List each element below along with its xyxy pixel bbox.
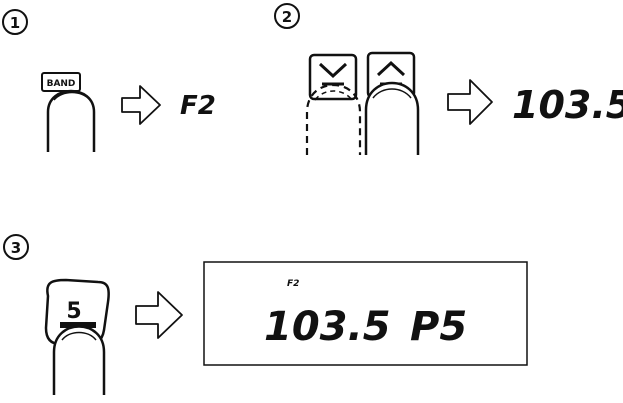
lcd-preset: P5 [410,304,467,350]
step-2: 2 103.5 [275,4,623,155]
arrow-right-icon [448,80,492,124]
band-button-label: BAND [47,79,76,89]
lcd-band-indicator: F2 [287,279,299,289]
step-1-display-result: F2 [180,91,216,121]
band-button[interactable]: BAND [42,73,80,91]
finger-icon [48,91,94,152]
step-1-number: 1 [10,14,20,32]
step-1: 1 BAND F2 [3,10,216,152]
step-3-number-badge: 3 [4,235,28,259]
finger-icon [366,83,418,155]
step-2-display-result: 103.5 [512,83,623,127]
step-2-number: 2 [282,8,292,26]
tune-down-button[interactable] [310,55,356,99]
step-3-number: 3 [11,239,21,257]
arrow-right-icon [136,292,182,338]
preset-5-button-label: 5 [66,299,81,324]
arrow-right-icon [122,86,160,124]
lcd-display: F2 103.5 P5 [204,262,527,365]
step-2-number-badge: 2 [275,4,299,28]
step-3: 3 5 F2 103.5 P5 [4,235,527,395]
finger-icon [54,327,104,396]
step-1-number-badge: 1 [3,10,27,34]
lcd-frequency: 103.5 [264,304,391,350]
